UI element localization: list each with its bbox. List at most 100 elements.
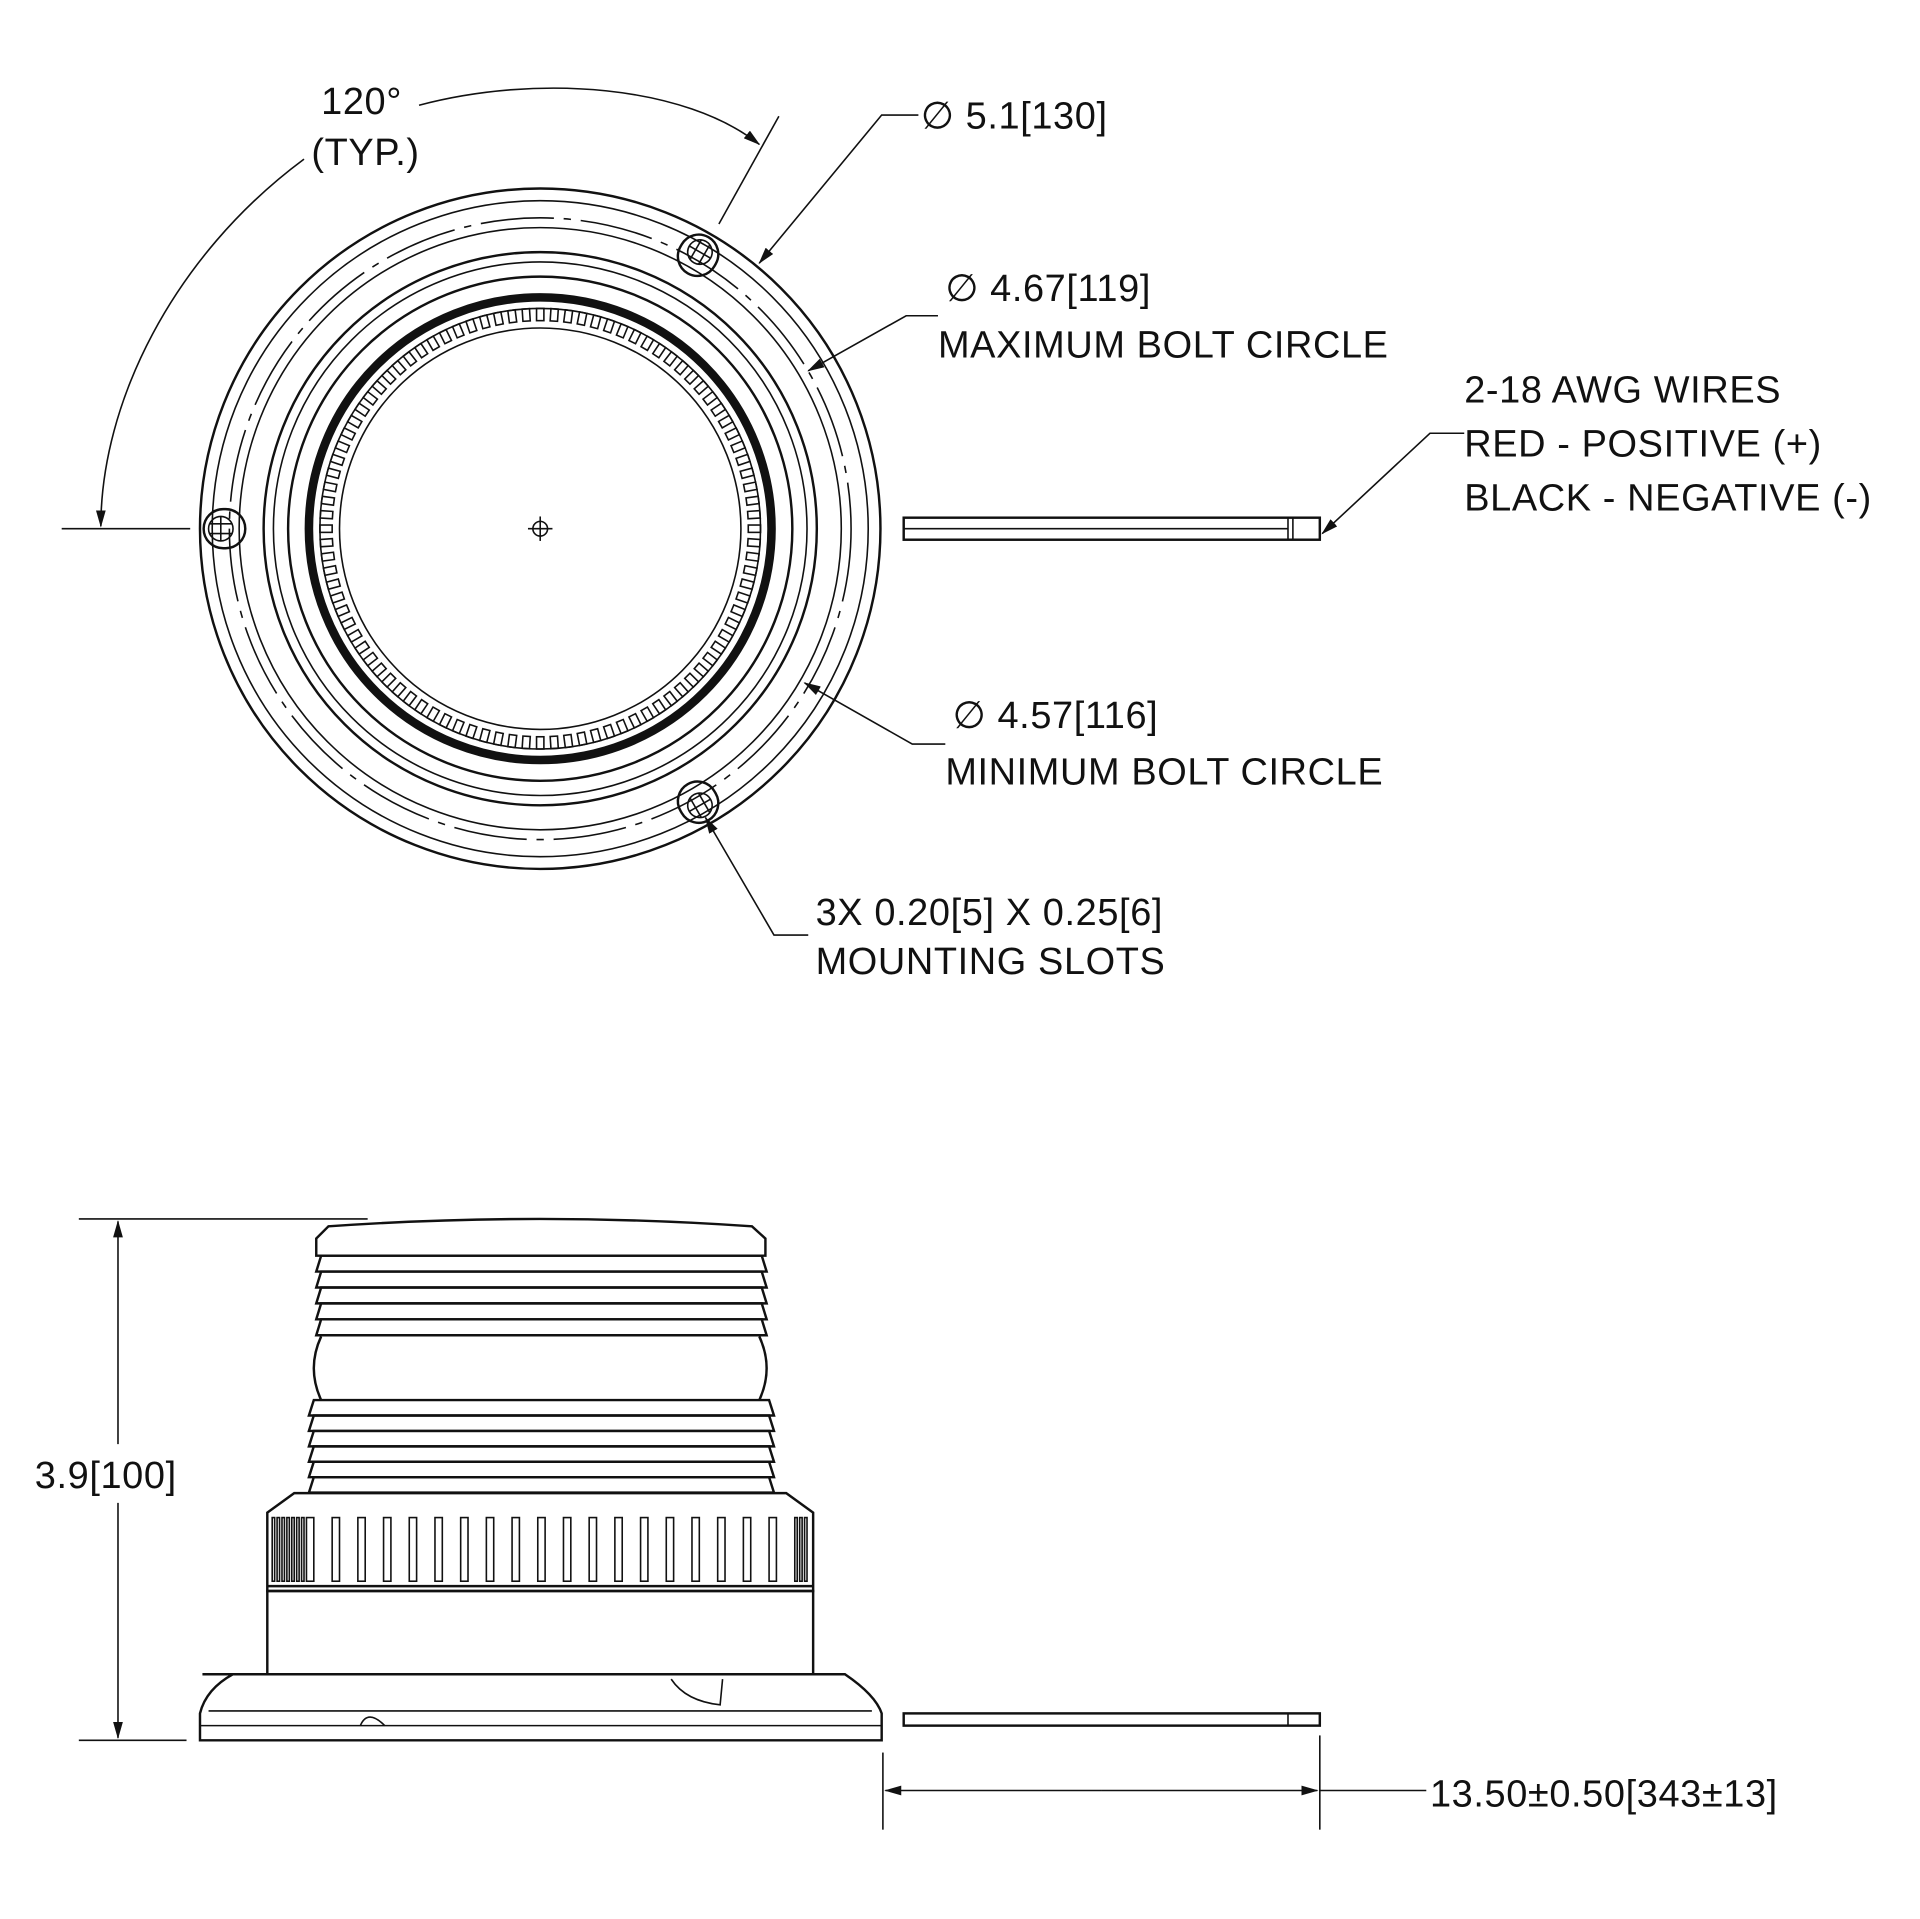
diameter-symbol: ∅ bbox=[921, 96, 955, 138]
wires-black: BLACK - NEGATIVE (-) bbox=[1464, 477, 1872, 519]
lens-tooth bbox=[693, 379, 710, 396]
lens-tooth bbox=[438, 328, 453, 345]
knurl-rib bbox=[803, 1516, 808, 1583]
knurl-rib bbox=[331, 1516, 341, 1583]
lens-tooth bbox=[739, 467, 755, 480]
lens-tooth bbox=[320, 495, 336, 507]
lens-tooth bbox=[402, 690, 418, 707]
knurl-rib bbox=[271, 1516, 276, 1583]
lens-tooth bbox=[615, 718, 629, 735]
outer-diameter-metric: [130] bbox=[1020, 96, 1107, 138]
lens-fin bbox=[314, 1270, 769, 1289]
lens-tooth bbox=[639, 335, 655, 352]
knurl-rib bbox=[286, 1516, 291, 1583]
lens-tooth bbox=[425, 705, 441, 723]
angle-value: 120° bbox=[321, 81, 402, 123]
max-bolt-value: 4.67 bbox=[990, 268, 1066, 310]
lens-tooth bbox=[735, 591, 752, 605]
height-metric: [100] bbox=[89, 1455, 176, 1497]
knurl-rib bbox=[742, 1516, 752, 1583]
lens-tooth bbox=[535, 735, 545, 750]
knurl-rib bbox=[459, 1516, 469, 1583]
lens-tooth bbox=[576, 731, 588, 747]
lens-tooth bbox=[729, 603, 747, 618]
lens-tooth bbox=[319, 509, 334, 520]
lens-tooth bbox=[746, 509, 762, 520]
lens-fin bbox=[307, 1445, 776, 1463]
lens-tooth bbox=[353, 640, 371, 656]
lens-tooth bbox=[602, 723, 616, 740]
lens-tooth bbox=[478, 313, 491, 330]
knurl-rib bbox=[588, 1516, 598, 1583]
lens-tooth bbox=[662, 690, 679, 707]
min-bolt-value: 4.57 bbox=[997, 695, 1073, 737]
lens-tooth bbox=[380, 369, 397, 386]
max-bolt-label: MAXIMUM BOLT CIRCLE bbox=[938, 324, 1389, 366]
lens-tooth bbox=[735, 453, 752, 467]
lens-fin bbox=[307, 1414, 776, 1433]
knurl-rib bbox=[300, 1516, 305, 1583]
lens-fin bbox=[314, 1318, 769, 1337]
lens-tooth bbox=[662, 350, 679, 367]
wire-length-metric: [343±13] bbox=[1626, 1773, 1778, 1815]
lens-tooth bbox=[346, 414, 363, 429]
lens-tooth bbox=[521, 735, 532, 750]
height-value: 3.9 bbox=[35, 1455, 90, 1497]
lens-tooth bbox=[334, 603, 351, 618]
lens-tooth bbox=[319, 524, 333, 534]
lens-tooth bbox=[506, 733, 518, 749]
min-bolt-label: MINIMUM BOLT CIRCLE bbox=[945, 751, 1383, 793]
lens-tooth bbox=[627, 712, 643, 729]
lens-tooth bbox=[683, 672, 700, 689]
lens-tooth bbox=[549, 307, 560, 323]
lens-tooth bbox=[362, 390, 379, 407]
max-bolt-metric: [119] bbox=[1066, 268, 1151, 310]
svg-text:3.9[100]: 3.9[100] bbox=[35, 1455, 177, 1497]
lens-tooth bbox=[334, 439, 351, 454]
lens-tooth bbox=[329, 453, 346, 467]
lens-tooth bbox=[739, 578, 755, 591]
knurl-rib bbox=[382, 1516, 392, 1583]
lens-tooth bbox=[413, 698, 429, 716]
lens-tooth bbox=[724, 616, 741, 631]
lens-tooth bbox=[602, 317, 616, 334]
lens-fin bbox=[314, 1302, 769, 1321]
svg-text:13.50±0.50[343±13]: 13.50±0.50[343±13] bbox=[1430, 1773, 1778, 1815]
lens-tooth bbox=[724, 426, 741, 442]
side-view bbox=[78, 1217, 1427, 1830]
knurl-rib bbox=[665, 1516, 675, 1583]
knurl-rib bbox=[716, 1516, 726, 1583]
lens-tooth bbox=[322, 481, 338, 493]
knurl-rib bbox=[562, 1516, 572, 1583]
lens-tooth bbox=[717, 628, 734, 644]
svg-text:∅ 4.57[116]: ∅ 4.57[116] bbox=[953, 695, 1159, 737]
lens-tooth bbox=[391, 359, 407, 376]
knurl-rib bbox=[798, 1516, 803, 1583]
lens-tooth bbox=[339, 426, 357, 442]
lens-tooth bbox=[371, 379, 388, 396]
lens-tooth bbox=[353, 402, 371, 418]
lens-tooth bbox=[701, 390, 719, 407]
knurl-rib bbox=[290, 1516, 296, 1583]
lens-tooth bbox=[615, 322, 629, 339]
lens-tooth bbox=[683, 369, 700, 386]
lens-tooth bbox=[320, 551, 336, 562]
mounting-slot bbox=[202, 507, 247, 550]
lens-tooth bbox=[576, 310, 588, 327]
lens-tooth bbox=[325, 467, 342, 480]
lens-tooth bbox=[371, 662, 388, 678]
outer-flange bbox=[198, 187, 882, 871]
lens-tooth bbox=[339, 616, 357, 631]
mounting-slot bbox=[676, 233, 720, 278]
slots-label: MOUNTING SLOTS bbox=[816, 941, 1166, 983]
lens-tooth bbox=[589, 727, 602, 744]
knurl-rib bbox=[485, 1516, 495, 1583]
wire-top bbox=[902, 516, 1322, 541]
knurl-rib bbox=[408, 1516, 418, 1583]
lens-tooth bbox=[402, 350, 418, 367]
knurl-rib bbox=[639, 1516, 649, 1583]
lens-tooth bbox=[673, 359, 690, 376]
lens-teeth bbox=[319, 307, 762, 750]
lens-tooth bbox=[673, 681, 690, 698]
